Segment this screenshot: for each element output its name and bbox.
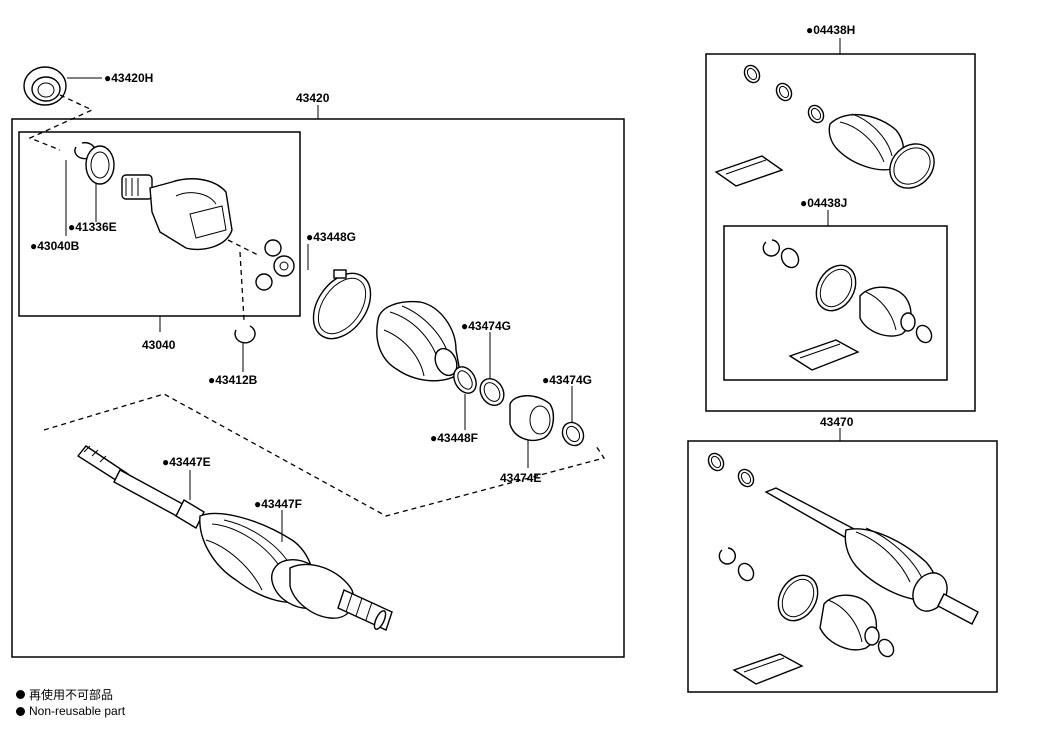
label-43420: 43420 xyxy=(296,91,330,105)
legend-en-text: Non-reusable part xyxy=(29,704,126,718)
label-43448F: ●43448F xyxy=(430,431,478,445)
label-43474G-lower: ●43474G xyxy=(542,373,592,387)
legend-en: Non-reusable part xyxy=(16,704,125,718)
legend-dot-en xyxy=(16,706,25,716)
legend-dot-jp xyxy=(16,690,25,699)
label-43447F: ●43447F xyxy=(254,497,302,511)
inboard-boot xyxy=(376,300,461,382)
label-43474G-upper: ●43474G xyxy=(461,319,511,333)
tripod-joint xyxy=(255,239,295,291)
label-43447E: ●43447E xyxy=(162,455,211,469)
small-clamp-43448F xyxy=(453,366,477,394)
complete-shaft-box-43470 xyxy=(687,440,998,693)
label-43412B: ●43412B xyxy=(208,373,258,387)
legend-jp-text: 再使用不可部品 xyxy=(29,688,114,702)
seal-41336E xyxy=(85,145,115,185)
inboard-joint-housing xyxy=(121,174,233,251)
label-43474E: 43474E xyxy=(500,471,541,485)
boot-clamp-43448G xyxy=(312,269,372,340)
damper-43474E xyxy=(509,395,555,442)
label-41336E: ●41336E xyxy=(68,220,117,234)
snap-ring-43412B xyxy=(234,325,256,344)
ring-43474G-lower xyxy=(561,421,585,447)
label-43420H: ●43420H xyxy=(104,71,153,85)
label-04438J: ●04438J xyxy=(800,196,847,210)
complete-shaft-43470-parts xyxy=(707,452,979,685)
boot-kit-04438H-parts xyxy=(714,64,935,189)
boot-kit-04438J-parts xyxy=(762,239,933,371)
ring-43474G-upper xyxy=(479,377,505,407)
label-43040: 43040 xyxy=(142,338,176,352)
label-43470: 43470 xyxy=(820,415,854,429)
drive-shaft-assembly xyxy=(76,445,393,631)
label-43040B: ●43040B xyxy=(30,239,80,253)
legend-jp: 再使用不可部品 xyxy=(16,686,113,703)
label-43448G: ●43448G xyxy=(306,230,356,244)
seal-43420H xyxy=(23,66,67,106)
label-04438H: ●04438H xyxy=(806,23,855,37)
boot-kit-box-04438J xyxy=(723,225,948,381)
